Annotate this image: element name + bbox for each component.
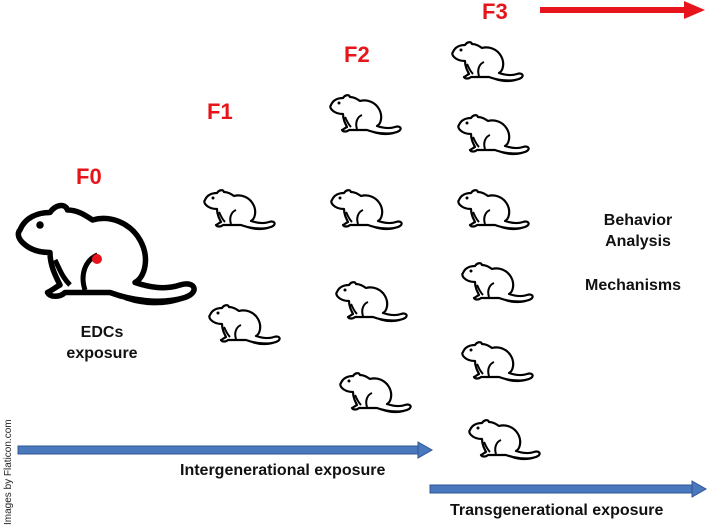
rat-icon <box>461 341 534 383</box>
behavior-line1: Behavior <box>603 212 673 229</box>
behavior-line2: Analysis <box>605 233 671 250</box>
rat-icon <box>339 372 412 414</box>
generation-label-f1: F1 <box>207 99 233 124</box>
behavior-analysis-label: Behavior Analysis <box>588 210 688 252</box>
rat-icon <box>457 114 530 156</box>
intergenerational-label: Intergenerational exposure <box>180 462 386 479</box>
generation-label-f3: F3 <box>482 0 508 24</box>
rat-icon <box>451 41 524 83</box>
rat-icon <box>461 262 534 304</box>
intergenerational-arrow <box>17 441 434 459</box>
image-credit: Images by Flaticon.com <box>3 419 14 525</box>
generation-label-f2: F2 <box>344 42 370 67</box>
transgenerational-label: Transgenerational exposure <box>450 502 664 519</box>
rat-icon <box>468 419 541 461</box>
rat-icon <box>329 94 402 136</box>
edcs-line2: exposure <box>66 345 138 362</box>
rat-icon <box>208 304 281 346</box>
arrow-right-icon <box>540 1 705 19</box>
generation-label-f0: F0 <box>76 164 102 189</box>
rat-icon <box>18 205 194 302</box>
rat-icon <box>335 281 408 323</box>
transgenerational-arrow <box>429 480 708 498</box>
edcs-line1: EDCs <box>80 324 124 341</box>
rat-icon <box>457 189 530 231</box>
exposure-dot <box>92 254 102 264</box>
edcs-exposure-label: EDCs exposure <box>52 322 152 364</box>
rat-icon <box>203 189 276 231</box>
mechanisms-label: Mechanisms <box>585 277 682 294</box>
rat-icon <box>330 189 403 231</box>
